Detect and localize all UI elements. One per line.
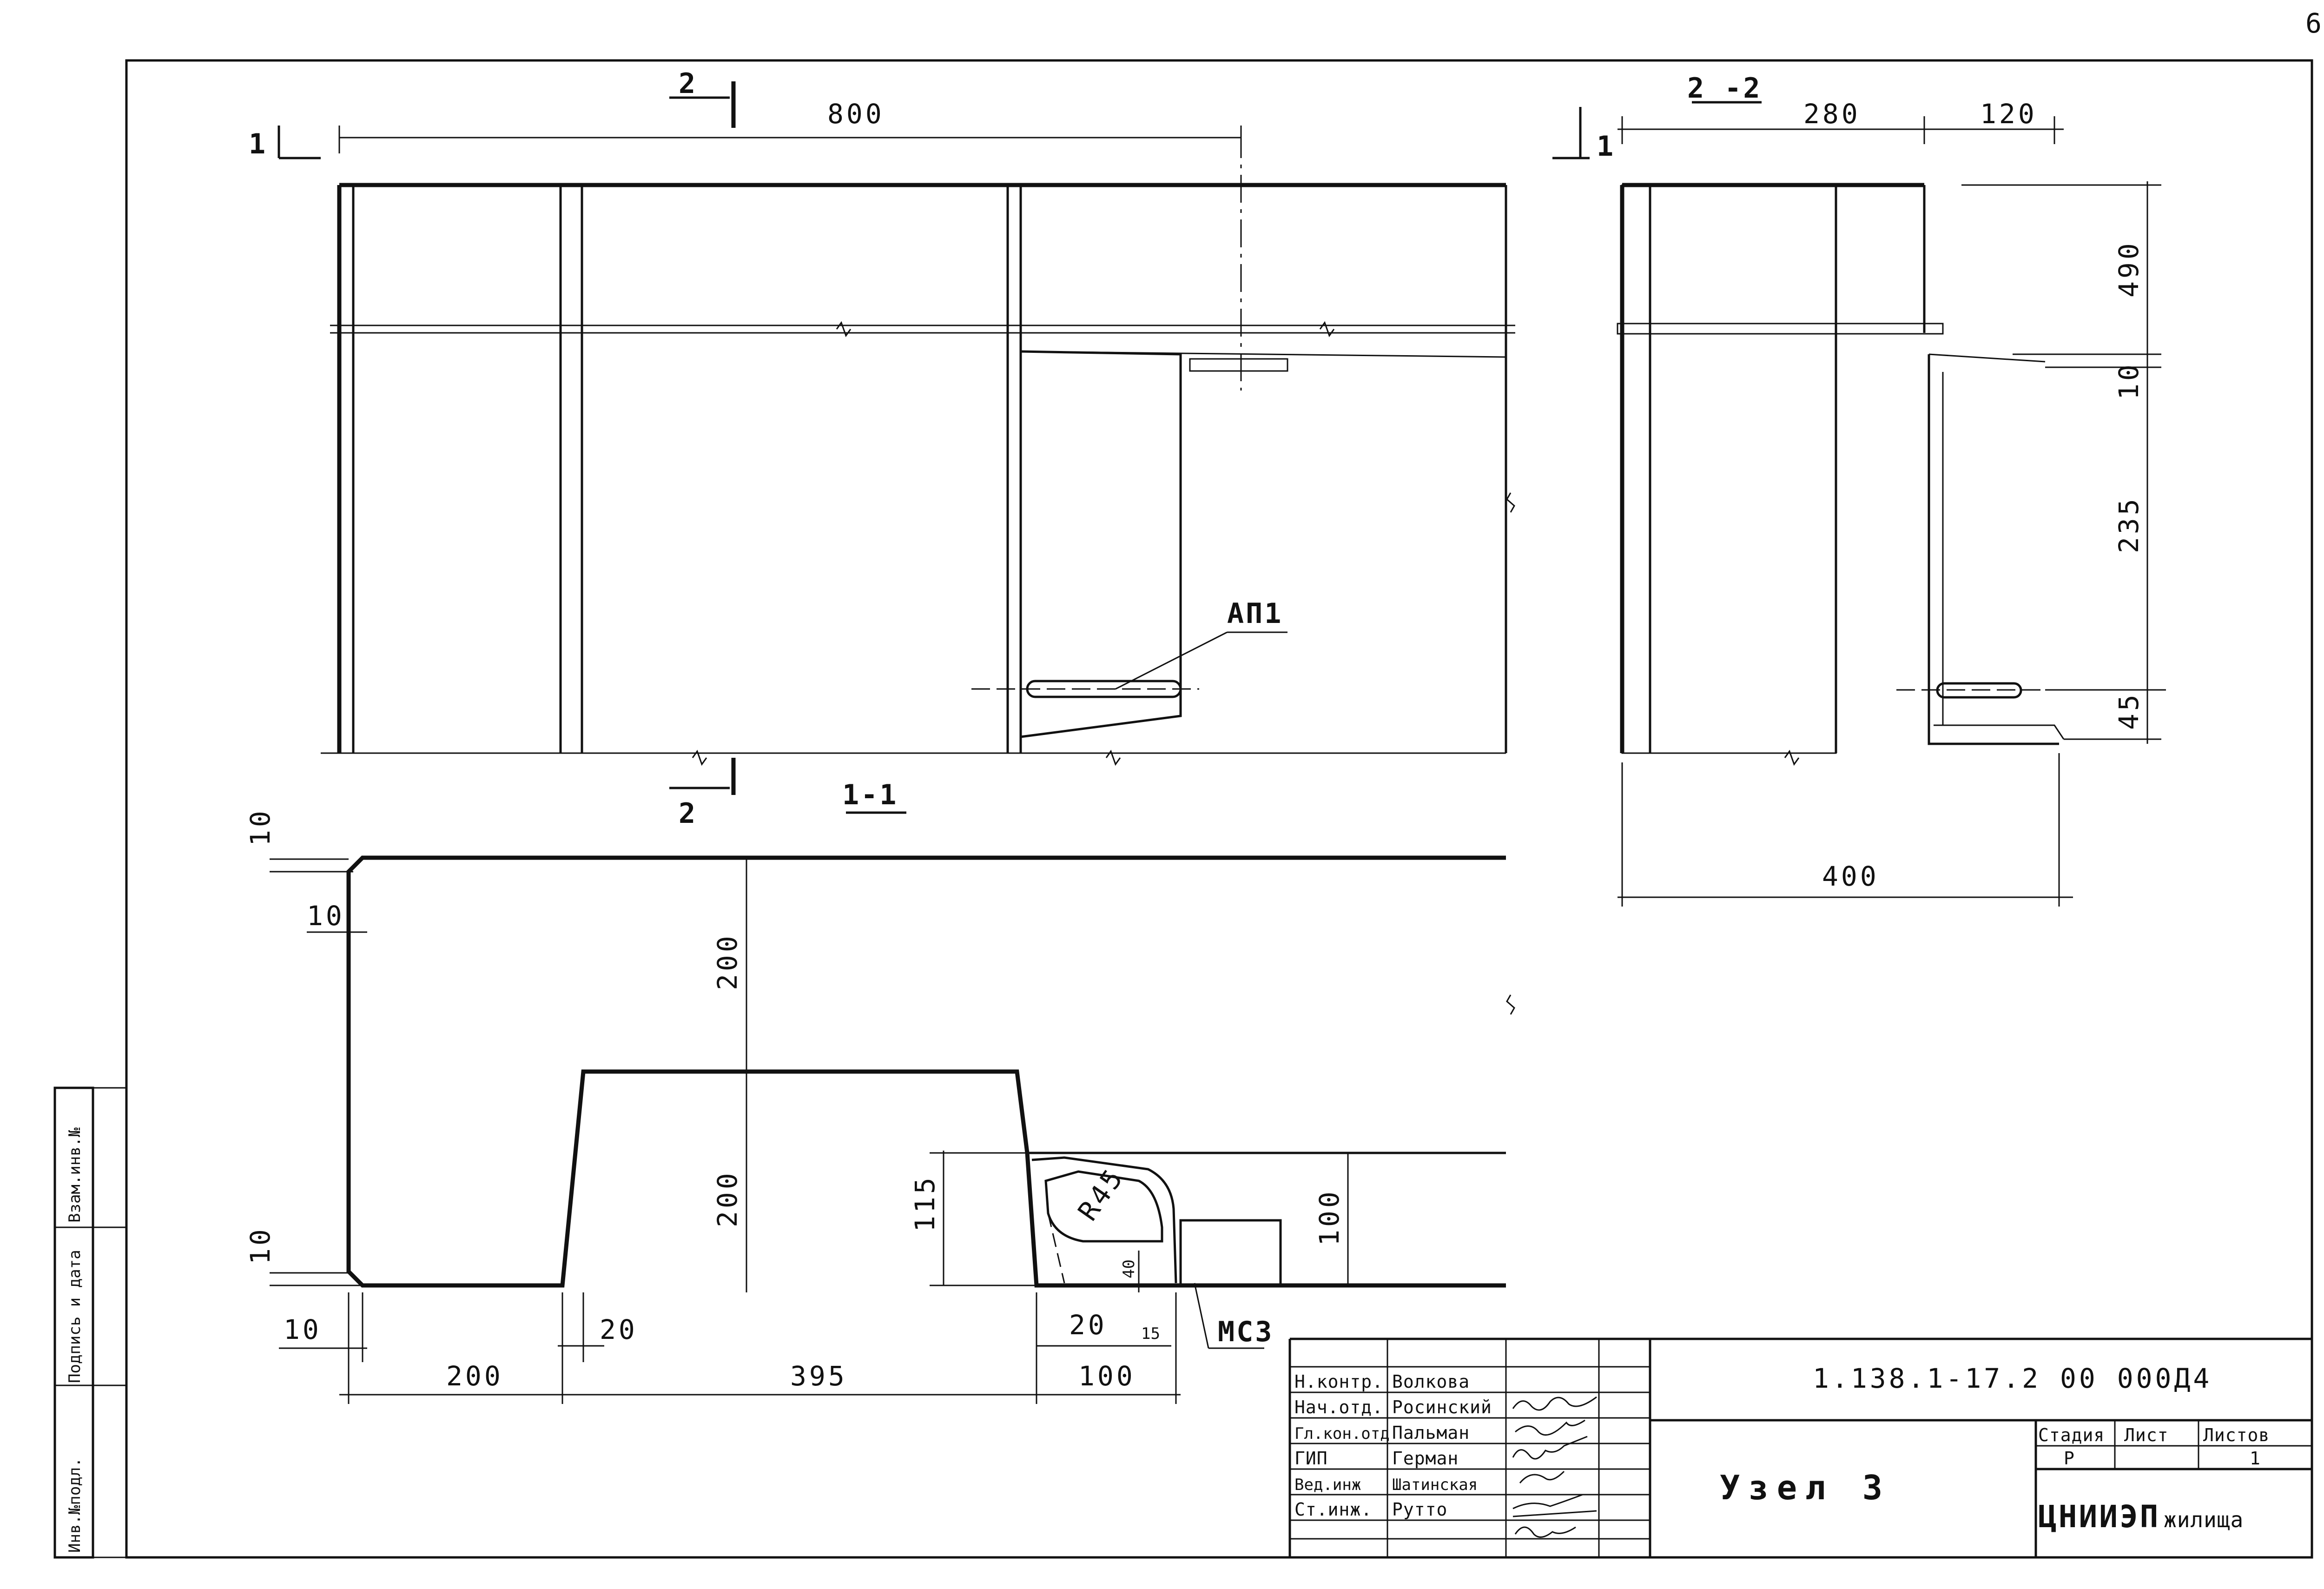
label-ap1: АП1 xyxy=(1227,597,1283,630)
signer-name-1: Волкова xyxy=(1392,1371,1470,1392)
dim-200-horizontal: 200 xyxy=(446,1360,503,1392)
signer-role-1: Н.контр. xyxy=(1294,1371,1383,1392)
signer-role-5: Вед.инж xyxy=(1294,1476,1361,1494)
section-mark-1-right: 1 xyxy=(1597,130,1615,163)
stamp-podpis: Подпись и дата xyxy=(66,1250,84,1383)
org-suffix: жилища xyxy=(2164,1507,2244,1532)
stamp-inv-podl: Инв.№подл. xyxy=(66,1457,84,1553)
dim-40: 40 xyxy=(1120,1259,1138,1278)
section-1-1-profile xyxy=(270,855,1515,1404)
dim-400: 400 xyxy=(1822,861,1879,892)
title-block xyxy=(1288,1337,2312,1557)
dim-10-top-b: 10 xyxy=(307,900,345,932)
dim-200-lower: 200 xyxy=(712,1170,743,1227)
org-name: ЦНИИЭП xyxy=(2038,1499,2160,1535)
sheet-label: Лист xyxy=(2124,1425,2169,1445)
section-2-2-view xyxy=(1552,101,2166,907)
dim-395: 395 xyxy=(790,1360,847,1392)
dim-20-right: 20 xyxy=(1069,1309,1107,1341)
section-title-2-2: 2 -2 xyxy=(1687,72,1762,105)
page-number: 62 xyxy=(2305,7,2324,39)
dim-115: 115 xyxy=(909,1175,941,1232)
dim-20-left: 20 xyxy=(600,1314,638,1345)
dim-235: 235 xyxy=(2113,496,2145,553)
dim-800: 800 xyxy=(827,98,885,130)
doc-code: 1.138.1-17.2 00 000Д4 xyxy=(1813,1363,2212,1394)
section-mark-1: 1 xyxy=(249,128,267,160)
dim-100-vertical: 100 xyxy=(1314,1189,1345,1246)
section-title-1-1: 1-1 xyxy=(842,779,898,811)
stage-label: Стадия xyxy=(2038,1425,2105,1445)
elevation-view xyxy=(277,81,1515,814)
signer-role-6: Ст.инж. xyxy=(1294,1499,1372,1520)
dim-45: 45 xyxy=(2113,692,2145,730)
dim-10-vertical: 10 xyxy=(2113,362,2145,400)
signer-role-4: ГИП xyxy=(1294,1448,1328,1469)
label-ms3: МС3 xyxy=(1218,1316,1274,1348)
signer-role-2: Нач.отд. xyxy=(1294,1397,1383,1417)
signer-role-3: Гл.кон.отд xyxy=(1294,1424,1390,1443)
dim-120: 120 xyxy=(1980,98,2037,130)
signer-name-4: Герман xyxy=(1392,1448,1459,1469)
section-mark-2-top: 2 xyxy=(679,67,697,100)
drawing-frame xyxy=(125,59,2313,1559)
signer-name-3: Пальман xyxy=(1392,1423,1470,1443)
signer-name-5: Шатинская xyxy=(1392,1476,1478,1494)
stage-value: Р xyxy=(2064,1448,2075,1469)
dim-10-bottom-b: 10 xyxy=(284,1314,322,1345)
dim-10-top-a: 10 xyxy=(244,808,276,846)
sheets-label: Листов xyxy=(2203,1425,2270,1445)
sheets-value: 1 xyxy=(2250,1448,2261,1469)
dim-280: 280 xyxy=(1803,98,1861,130)
drawing-name: Узел 3 xyxy=(1720,1468,1891,1507)
dim-15: 15 xyxy=(1141,1324,1160,1343)
stamp-vzam: Взам.инв.№ xyxy=(66,1127,84,1223)
dim-100-horizontal: 100 xyxy=(1078,1360,1136,1392)
side-stamp: Инв.№подл. Подпись и дата Взам.инв.№ xyxy=(53,1086,127,1559)
dim-200-upper: 200 xyxy=(712,933,743,990)
dim-490: 490 xyxy=(2113,240,2145,298)
signer-name-6: Рутто xyxy=(1392,1499,1447,1520)
section-mark-2-bottom: 2 xyxy=(679,797,697,830)
signer-name-2: Росинский xyxy=(1392,1397,1492,1417)
dim-10-bottom-a: 10 xyxy=(244,1226,276,1265)
